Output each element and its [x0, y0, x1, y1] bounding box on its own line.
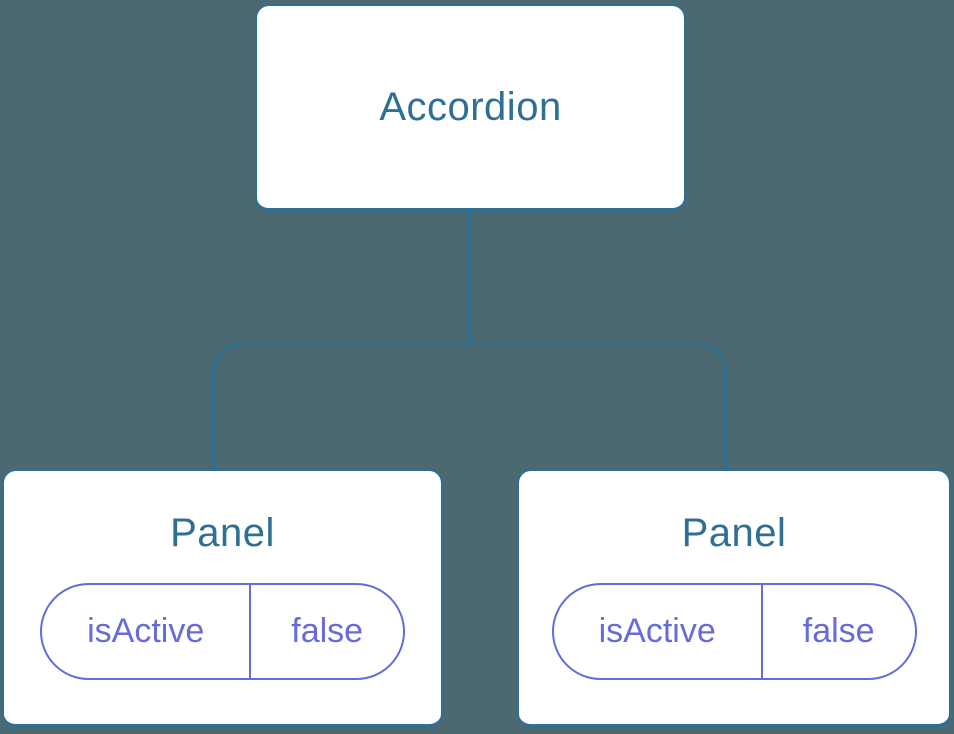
state-value: false: [802, 612, 875, 650]
state-key: isActive: [554, 585, 763, 678]
accordion-label: Accordion: [379, 84, 562, 129]
state-pill: isActive false: [40, 583, 405, 680]
node-accordion: Accordion: [255, 4, 686, 212]
node-panel-right: Panel isActive false: [517, 469, 951, 728]
connector-branch: [212, 343, 727, 470]
node-panel-left: Panel isActive false: [2, 469, 443, 728]
state-value: false: [291, 612, 364, 650]
panel-label: Panel: [681, 511, 787, 555]
panel-label: Panel: [170, 511, 275, 555]
state-pill: isActive false: [551, 583, 917, 680]
state-key: isActive: [42, 585, 252, 678]
